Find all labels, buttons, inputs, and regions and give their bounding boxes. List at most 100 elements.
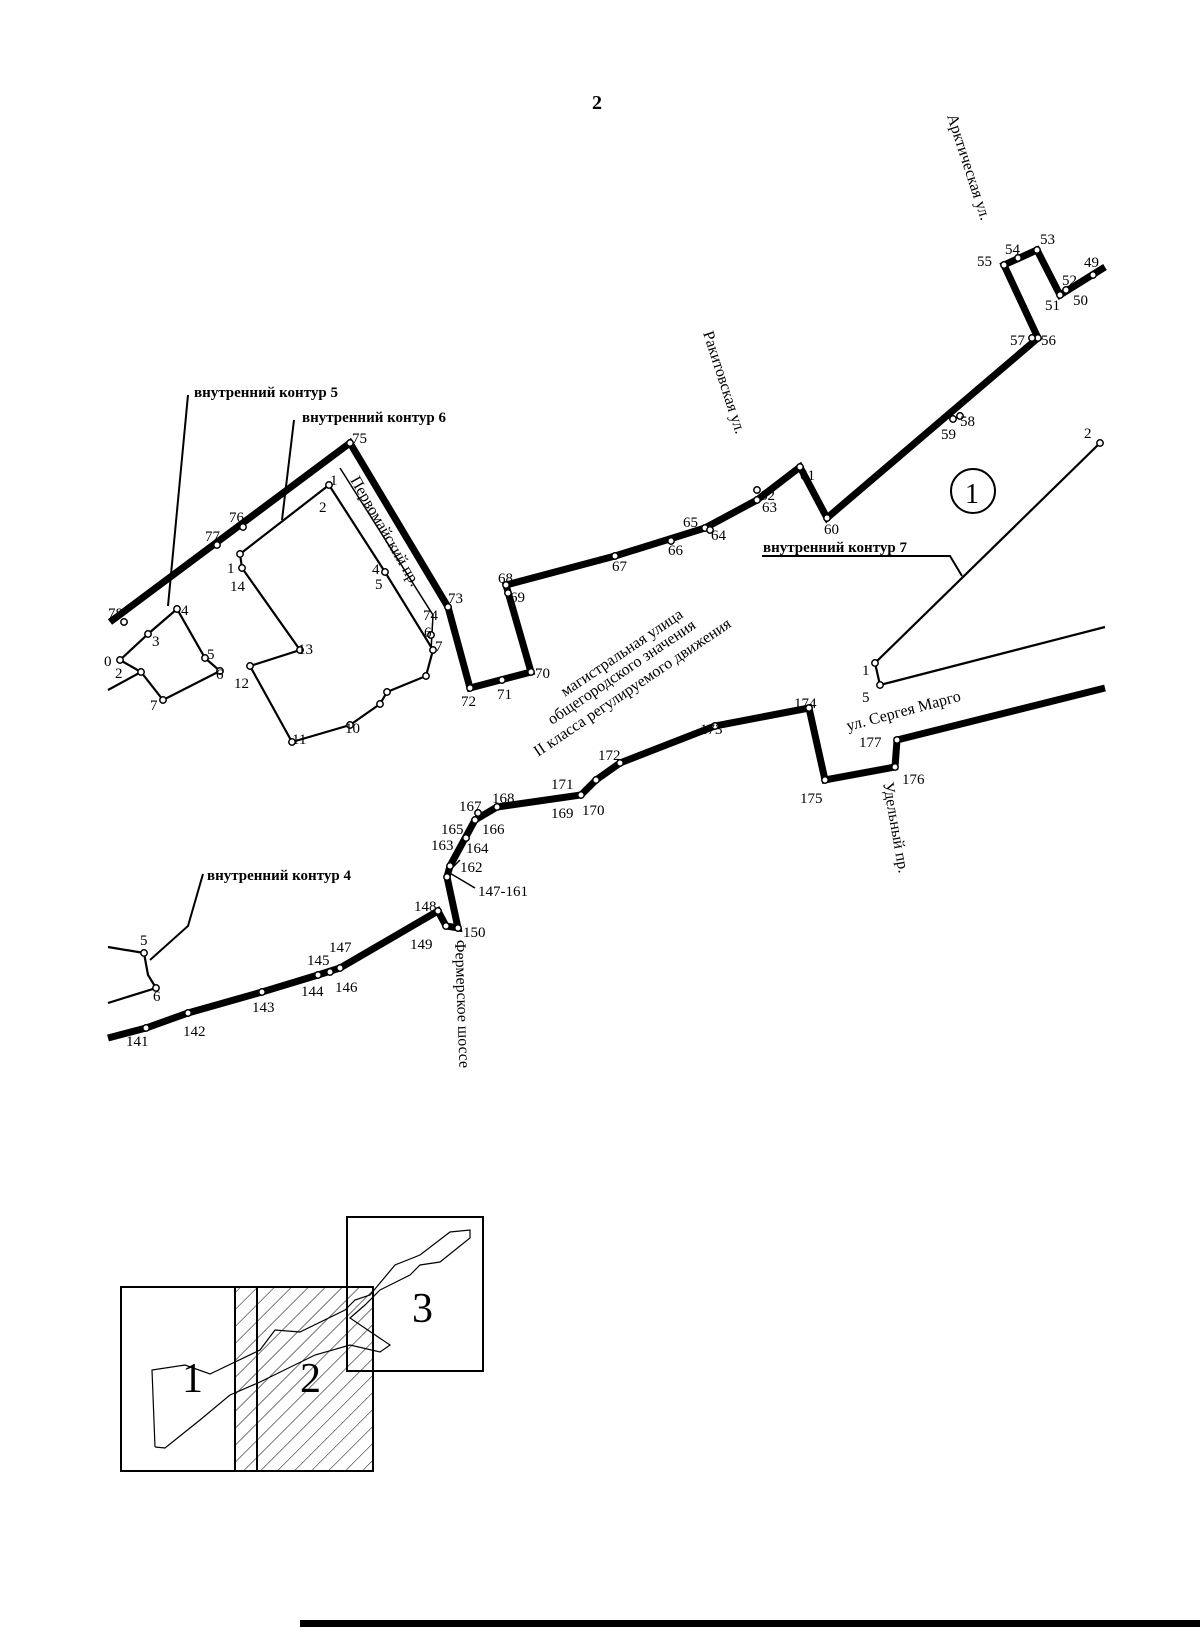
svg-text:144: 144 [301, 984, 324, 1000]
label-contour-7: внутренний контур 7 [763, 540, 907, 556]
svg-text:55: 55 [977, 254, 992, 270]
svg-text:67: 67 [612, 559, 628, 575]
contour4-labels: 5 6 [140, 933, 161, 1005]
main-boundary-lower [107, 684, 1106, 1042]
svg-text:147-161: 147-161 [478, 884, 528, 900]
svg-text:13: 13 [298, 642, 313, 658]
svg-text:6: 6 [424, 625, 432, 641]
svg-text:6: 6 [216, 667, 224, 683]
svg-text:50: 50 [1073, 293, 1088, 309]
point-labels-lower: 141 142 143 144 145 146 147 148 149 150 … [126, 696, 925, 1050]
index-sheet-1 [120, 1286, 374, 1472]
svg-text:2: 2 [319, 500, 327, 516]
leader-contour-5 [167, 394, 189, 607]
street-udelny: Удельный пр. [879, 781, 912, 875]
svg-text:141: 141 [126, 1034, 149, 1050]
street-fermerskoe: Фермерское шоссе [451, 940, 472, 1069]
svg-text:64: 64 [711, 528, 727, 544]
svg-text:148: 148 [414, 899, 437, 915]
vertex-markers [116, 246, 1104, 1032]
svg-text:78: 78 [108, 606, 123, 622]
svg-text:168: 168 [492, 791, 515, 807]
svg-text:5: 5 [375, 577, 383, 593]
svg-text:169: 169 [551, 806, 574, 822]
index-map: 1 2 3 [120, 1216, 484, 1472]
svg-text:61: 61 [800, 468, 815, 484]
svg-text:69: 69 [510, 590, 525, 606]
svg-text:0: 0 [104, 654, 112, 670]
svg-text:49: 49 [1084, 255, 1099, 271]
svg-text:7: 7 [435, 639, 443, 655]
svg-text:176: 176 [902, 772, 925, 788]
index-outline [151, 1229, 471, 1449]
contour7-labels: 1 2 5 [862, 426, 1092, 706]
svg-text:75: 75 [352, 431, 367, 447]
zone-circle [950, 468, 996, 514]
contour5-labels: 0 2 3 4 5 6 7 [104, 603, 224, 714]
svg-text:149: 149 [410, 937, 433, 953]
svg-text:162: 162 [460, 860, 483, 876]
index-label-2: 2 [300, 1356, 321, 1402]
svg-text:71: 71 [497, 687, 512, 703]
svg-text:70: 70 [535, 666, 550, 682]
leader-contour-7 [762, 555, 963, 577]
svg-text:66: 66 [668, 543, 684, 559]
svg-text:147: 147 [329, 940, 352, 956]
svg-text:177: 177 [859, 735, 882, 751]
label-contour-5: внутренний контур 5 [194, 385, 338, 401]
svg-text:164: 164 [466, 841, 489, 857]
svg-text:171: 171 [551, 777, 574, 793]
index-label-3: 3 [412, 1286, 433, 1332]
svg-text:57: 57 [1010, 333, 1026, 349]
svg-text:51: 51 [1045, 298, 1060, 314]
contour6-labels: 1 2 1 4 5 6 7 10 11 12 13 14 [227, 473, 443, 748]
svg-text:5: 5 [207, 647, 215, 663]
svg-text:59: 59 [941, 427, 956, 443]
svg-text:2: 2 [1084, 426, 1092, 442]
svg-text:12: 12 [234, 676, 249, 692]
svg-text:167: 167 [459, 799, 482, 815]
svg-text:62: 62 [760, 488, 775, 504]
index-sheet-3 [346, 1216, 484, 1372]
svg-text:6: 6 [153, 989, 161, 1005]
street-rakitovskaya: Ракитовская ул. [699, 329, 748, 436]
svg-text:165: 165 [441, 822, 464, 838]
svg-text:65: 65 [683, 515, 698, 531]
leader-contour-6 [281, 419, 295, 521]
svg-text:150: 150 [463, 925, 486, 941]
svg-text:54: 54 [1005, 242, 1021, 258]
svg-text:77: 77 [205, 529, 221, 545]
contour5-tail [107, 671, 142, 691]
label-contour-6: внутренний контур 6 [302, 410, 446, 426]
svg-text:53: 53 [1040, 232, 1055, 248]
svg-text:166: 166 [482, 822, 505, 838]
svg-text:3: 3 [152, 634, 160, 650]
svg-text:68: 68 [498, 571, 513, 587]
pervomaisky-strip [339, 467, 434, 652]
bottom-edge [300, 1620, 1200, 1627]
svg-text:173: 173 [700, 722, 723, 738]
svg-text:5: 5 [140, 933, 148, 949]
svg-text:10: 10 [345, 721, 360, 737]
inner-contour-4 [107, 945, 158, 1005]
svg-text:74: 74 [423, 608, 439, 624]
svg-text:142: 142 [183, 1024, 206, 1040]
svg-text:174: 174 [794, 696, 817, 712]
svg-text:1: 1 [330, 473, 338, 489]
svg-text:52: 52 [1062, 273, 1077, 289]
svg-text:5: 5 [862, 690, 870, 706]
svg-text:60: 60 [824, 522, 839, 538]
zone-number: 1 [965, 479, 979, 510]
svg-text:76: 76 [229, 510, 245, 526]
svg-text:2: 2 [115, 666, 123, 682]
svg-text:146: 146 [335, 980, 358, 996]
svg-text:1: 1 [227, 561, 235, 577]
svg-text:11: 11 [292, 732, 306, 748]
svg-text:163: 163 [431, 838, 454, 854]
street-arkticheskaya: Арктическая ул. [943, 112, 993, 222]
index-label-1: 1 [182, 1356, 203, 1402]
svg-text:56: 56 [1041, 333, 1057, 349]
svg-text:72: 72 [461, 694, 476, 710]
svg-text:14: 14 [230, 579, 246, 595]
